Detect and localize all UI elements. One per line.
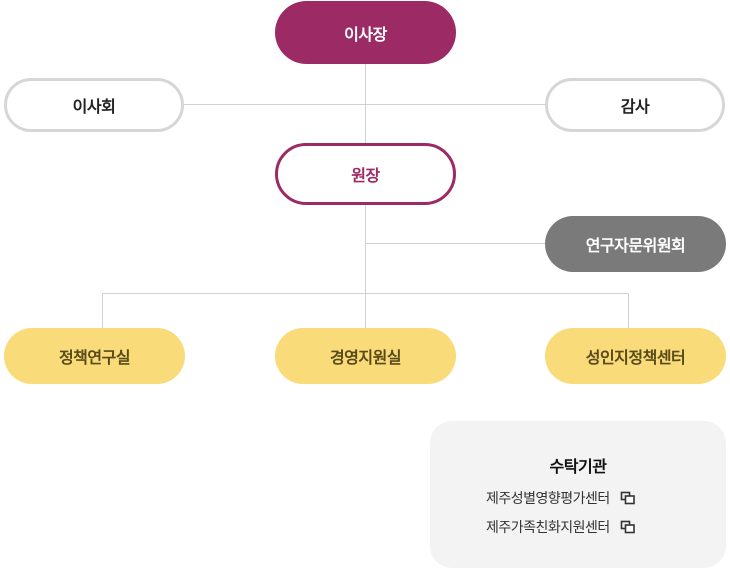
connector-dept-right	[628, 293, 629, 328]
entrusted-title: 수탁기관	[549, 457, 607, 476]
auditor-node: 감사	[545, 78, 725, 132]
chairman-node: 이사장	[275, 1, 456, 64]
connector-dept-left	[102, 293, 103, 328]
connector-departments	[102, 293, 629, 294]
director-node: 원장	[275, 143, 456, 205]
advisory-committee-node: 연구자문위원회	[545, 216, 726, 272]
connector-advisory	[365, 243, 545, 244]
board-node: 이사회	[4, 78, 184, 132]
entrusted-institutions-panel: 수탁기관 제주성별영향평가센터 제주가족친화지원센터	[430, 421, 726, 568]
department-node-management-support: 경영지원실	[275, 328, 456, 384]
entrusted-link-gender-impact-center[interactable]: 제주성별영향평가센터	[486, 488, 636, 508]
external-link-icon[interactable]	[620, 520, 636, 534]
connector-board-auditor	[184, 104, 545, 105]
entrusted-link-label[interactable]: 제주성별영향평가센터	[486, 491, 610, 507]
entrusted-link-label[interactable]: 제주가족친화지원센터	[486, 520, 610, 536]
department-node-gender-policy-center: 성인지정책센터	[545, 328, 726, 384]
department-node-policy-research: 정책연구실	[4, 328, 185, 384]
entrusted-link-family-friendly-center[interactable]: 제주가족친화지원센터	[486, 517, 636, 537]
external-link-icon[interactable]	[620, 491, 636, 505]
